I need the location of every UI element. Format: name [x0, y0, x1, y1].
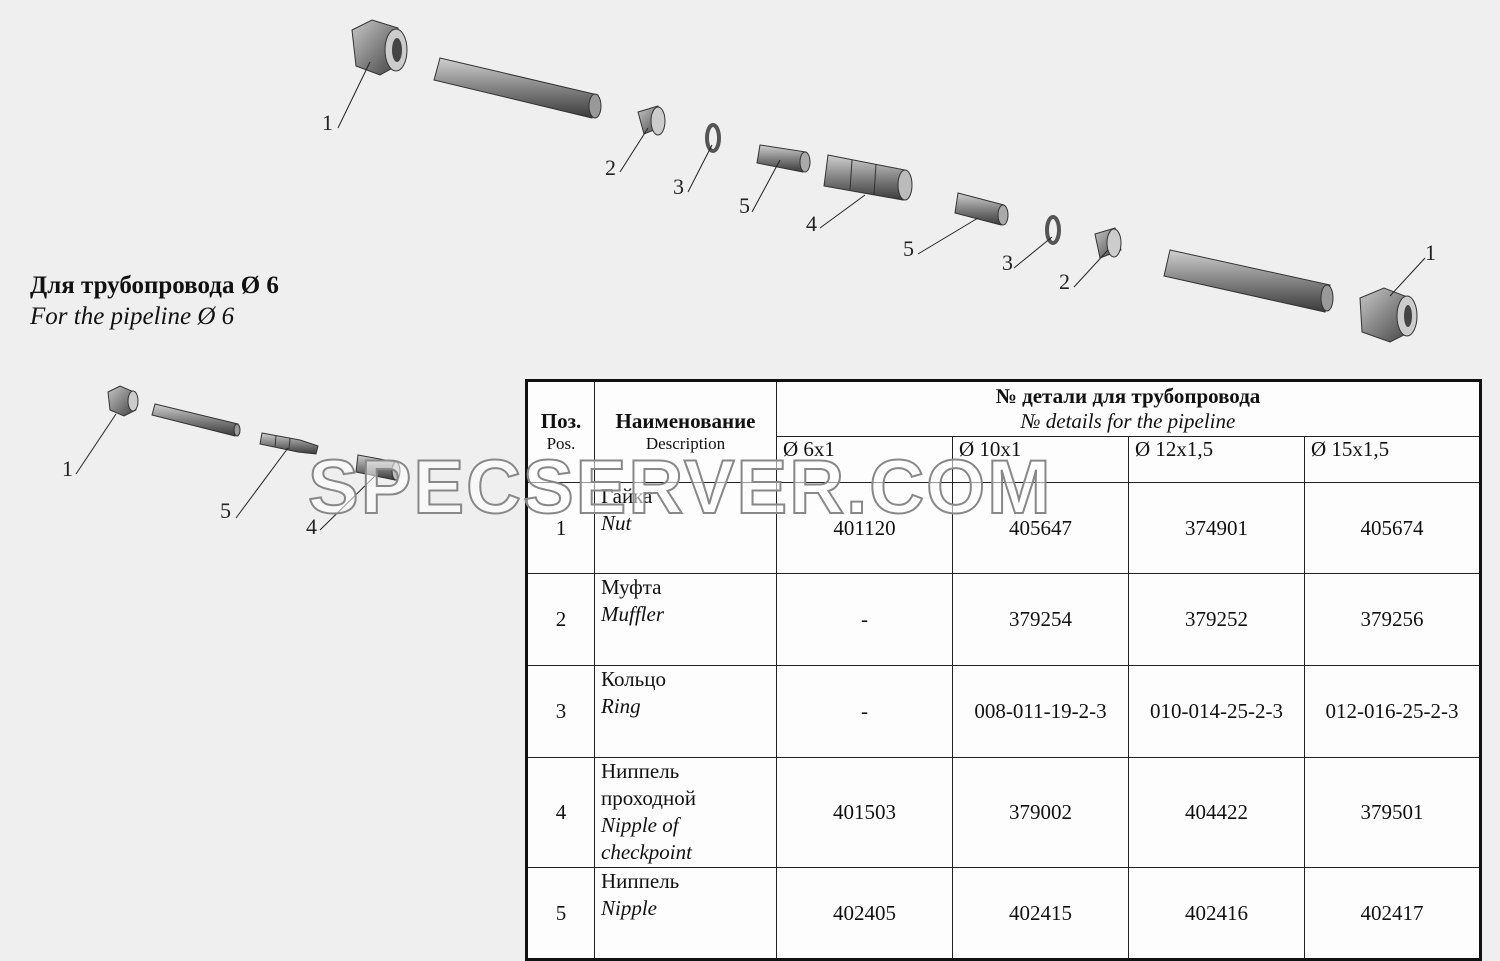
- row-value: 379002: [952, 756, 1129, 869]
- row-name-ru: Кольцо: [601, 666, 666, 691]
- pipeline-note-en: For the pipeline Ø 6: [30, 303, 235, 330]
- part-tube-top-left: [433, 57, 602, 119]
- row-name-en: Nipple of checkpoint: [601, 812, 692, 864]
- row-name-en: Muffler: [601, 602, 664, 627]
- callout-2-top-right: 2: [1059, 269, 1070, 294]
- row-value: 012-016-25-2-3: [1303, 664, 1482, 758]
- row-value: 008-011-19-2-3: [952, 664, 1129, 758]
- row-value: 402415: [952, 867, 1129, 960]
- header-group-ru: № детали для трубопровода: [995, 384, 1261, 409]
- header-pos-en: Pos.: [546, 434, 576, 454]
- header-name: Наименование Description: [594, 380, 777, 483]
- part-tube-top-right: [1163, 249, 1334, 313]
- part-checkpoint-nipple-top: [823, 154, 913, 201]
- row-name-ru: Ниппель проходной: [601, 758, 696, 810]
- row-name-ru: Гайка: [601, 483, 653, 508]
- part-nut-top-right: [1359, 287, 1418, 343]
- pipeline-note: Для трубопровода Ø 6 For the pipeline Ø …: [30, 270, 279, 332]
- row-value: 374901: [1128, 481, 1305, 575]
- header-pos: Поз. Pos.: [526, 380, 595, 483]
- header-pos-ru: Поз.: [540, 409, 582, 434]
- row-name-ru: Ниппель: [601, 869, 680, 894]
- callout-4-top: 4: [806, 211, 817, 236]
- part-nipple-top-right: [954, 192, 1009, 226]
- row-value: 402416: [1128, 867, 1305, 960]
- part-tube-small: [151, 403, 241, 437]
- row-pos: 2: [526, 573, 595, 666]
- header-col-6x1: Ø 6х1: [776, 436, 953, 483]
- header-col-12x1-5: Ø 12х1,5: [1128, 436, 1305, 483]
- row-pos: 5: [526, 867, 595, 960]
- callout-4-small: 4: [306, 514, 317, 539]
- top-assembly: 1 2 3 5 4 5 3 2 1: [322, 19, 1436, 343]
- header-name-ru: Наименование: [615, 409, 756, 434]
- row-value: 405647: [952, 481, 1129, 575]
- header-name-en: Description: [645, 434, 726, 454]
- part-muffler-top-right: [1094, 227, 1122, 259]
- row-value: 379252: [1128, 573, 1305, 666]
- row-value: 402417: [1303, 867, 1482, 960]
- row-name-ru: Муфта: [601, 575, 662, 600]
- pipeline-note-ru: Для трубопровода Ø 6: [30, 272, 279, 299]
- callout-2-top-left: 2: [605, 155, 616, 180]
- small-assembly: 1 5 4: [62, 385, 401, 539]
- part-nut-top-left: [351, 19, 408, 76]
- part-nut-small: [107, 385, 139, 417]
- part-ring-top-left: [705, 123, 721, 153]
- part-nipple-small: [259, 432, 319, 455]
- leader-lines-top: [337, 61, 1426, 297]
- header-group: № детали для трубопровода № details for …: [775, 379, 1482, 438]
- row-value: -: [776, 573, 953, 666]
- row-value: 404422: [1128, 756, 1305, 869]
- row-value: 401503: [776, 756, 953, 869]
- row-value: 402405: [776, 867, 953, 960]
- part-muffler-top-left: [637, 105, 666, 136]
- row-value: 379501: [1303, 756, 1482, 869]
- parts-table: Поз. Pos. Наименование Description № дет…: [525, 379, 1483, 961]
- callout-1-small: 1: [62, 456, 73, 481]
- part-nipple-top-left: [756, 144, 811, 173]
- callout-5-top-left: 5: [739, 193, 750, 218]
- header-group-en: № details for the pipeline: [1020, 409, 1236, 434]
- row-name-en: Ring: [601, 693, 641, 718]
- row-value: 405674: [1303, 481, 1482, 575]
- part-checkpoint-nipple-small: [355, 454, 401, 481]
- row-name-en: Nipple: [601, 896, 657, 921]
- row-value: 401120: [776, 481, 953, 575]
- callout-1-top-right: 1: [1425, 240, 1436, 265]
- callout-3-top-left: 3: [673, 174, 684, 199]
- callout-3-top-right: 3: [1002, 250, 1013, 275]
- row-pos: 1: [526, 481, 595, 575]
- row-value: 379254: [952, 573, 1129, 666]
- part-ring-top-right: [1045, 215, 1061, 245]
- callout-5-top-right: 5: [903, 236, 914, 261]
- row-pos: 4: [526, 756, 595, 869]
- header-col-10x1: Ø 10х1: [952, 436, 1129, 483]
- callout-1-top-left: 1: [322, 110, 333, 135]
- row-value: -: [776, 664, 953, 758]
- leader-lines-small: [75, 413, 376, 531]
- callout-5-small: 5: [220, 498, 231, 523]
- row-value: 379256: [1303, 573, 1482, 666]
- row-name-en: Nut: [601, 510, 632, 535]
- header-col-15x1-5: Ø 15х1,5: [1303, 436, 1482, 483]
- row-pos: 3: [526, 664, 595, 758]
- row-value: 010-014-25-2-3: [1128, 664, 1305, 758]
